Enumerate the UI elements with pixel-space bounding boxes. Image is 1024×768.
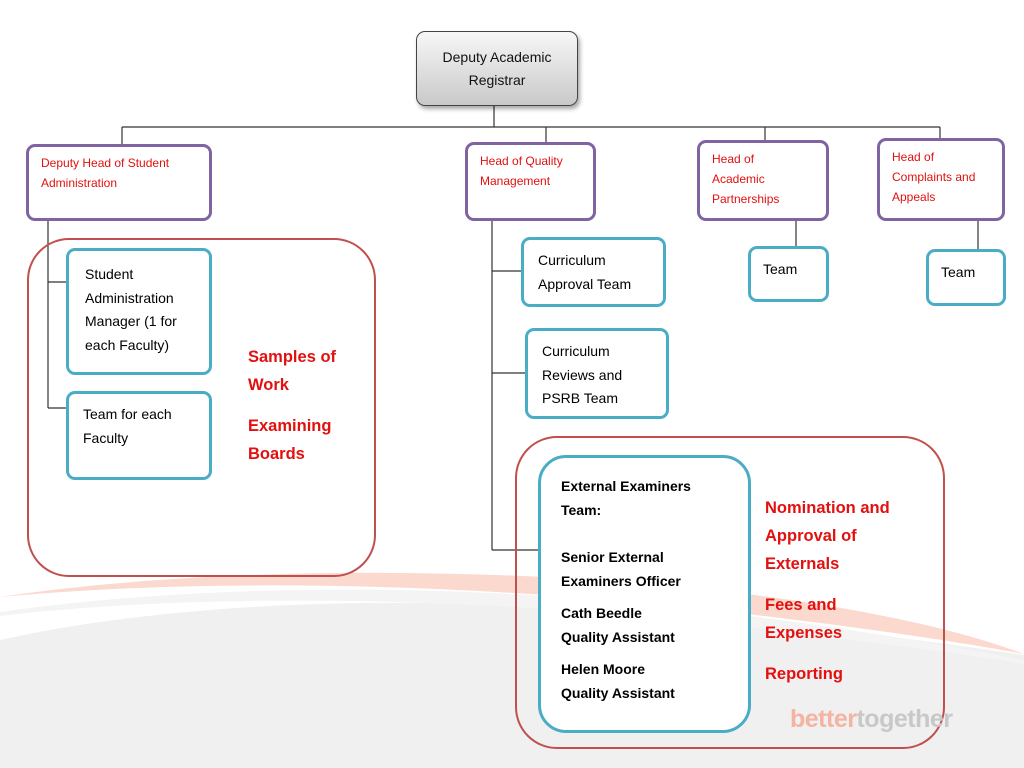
ee-member1-line1: Senior External [561,549,664,565]
note-samples-line1: Samples of [248,348,337,366]
note-examining-boards: Examining Boards [248,412,331,468]
root-title-line1: Deputy Academic [442,48,552,65]
student-admin-manager-box: Student Administration Manager (1 for ea… [66,248,212,375]
ee-member2-line2: Quality Assistant [561,629,675,645]
faculty-team-line1: Team for each [83,406,172,422]
root-title-line2: Registrar [468,71,526,88]
academic-team-label: Team [763,261,798,277]
faculty-team-line2: Faculty [83,429,129,446]
external-examiners-group [515,436,945,749]
note-nomination-line1: Nomination and [765,499,890,517]
curriculum-approval-team-box: Curriculum Approval Team [521,237,666,307]
logo-part-together: together [856,705,953,733]
manager-line1: Student [85,266,134,282]
note-fees-line1: Fees and [765,596,837,614]
note-samples-of-work: Samples of Work [248,343,336,399]
ee-title-line2: Team: [561,502,602,518]
head-student-admin-line1: Deputy Head of Student [41,156,170,170]
head-complaints-appeals-box: Head of Complaints and Appeals [877,138,1005,221]
ee-title-line1: External Examiners [561,478,691,494]
manager-line2: Administration [85,289,174,306]
ee-member3-line1: Helen Moore [561,661,646,677]
complaints-team-box: Team [926,249,1006,306]
head-student-admin-line2: Administration [41,176,118,190]
note-examining-line1: Examining [248,417,332,435]
student-admin-group [27,238,376,577]
deputy-academic-registrar-box: Deputy Academic Registrar [416,31,578,106]
head-complaints-line2: Complaints and [892,170,976,184]
academic-partnerships-team-box: Team [748,246,829,302]
note-nomination-line3: Externals [765,555,840,573]
note-fees-expenses: Fees and Expenses [765,591,842,647]
head-academic-line1: Head of [712,152,755,166]
ee-member1-line2: Examiners Officer [561,573,681,589]
curriculum-reviews-team-box: Curriculum Reviews and PSRB Team [525,328,669,419]
better-together-logo: bettertogether [790,705,953,734]
complaints-team-label: Team [941,264,976,280]
head-academic-partnerships-box: Head of Academic Partnerships [697,140,829,221]
note-nomination-line2: Approval of [765,527,857,545]
logo-part-better: better [790,705,857,733]
note-samples-line2: Work [248,376,289,394]
note-fees-line2: Expenses [765,624,843,642]
manager-line4: each Faculty) [85,336,170,353]
external-examiners-team-box: External Examiners Team: Senior External… [538,455,751,733]
note-nomination-approval: Nomination and Approval of Externals [765,494,890,578]
note-reporting-line1: Reporting [765,665,843,683]
curriculum-reviews-line2: Reviews and [542,366,623,383]
head-complaints-line1: Head of [892,150,935,164]
curriculum-approval-line2: Approval Team [538,275,632,292]
curriculum-reviews-line3: PSRB Team [542,390,618,406]
manager-line3: Manager (1 for [85,313,177,329]
note-reporting: Reporting [765,660,843,688]
note-examining-line2: Boards [248,445,305,463]
head-quality-management-box: Head of Quality Management [465,142,596,221]
head-academic-line2: Academic [712,172,765,186]
head-complaints-line3: Appeals [892,190,936,204]
head-quality-line2: Management [480,174,551,188]
ee-member2-line1: Cath Beedle [561,605,642,621]
faculty-team-box: Team for each Faculty [66,391,212,480]
curriculum-approval-line1: Curriculum [538,252,606,268]
head-quality-line1: Head of Quality [480,154,563,168]
ee-member3-line2: Quality Assistant [561,685,675,701]
curriculum-reviews-line1: Curriculum [542,343,610,359]
head-academic-line3: Partnerships [712,192,780,206]
head-student-administration-box: Deputy Head of Student Administration [26,144,212,221]
